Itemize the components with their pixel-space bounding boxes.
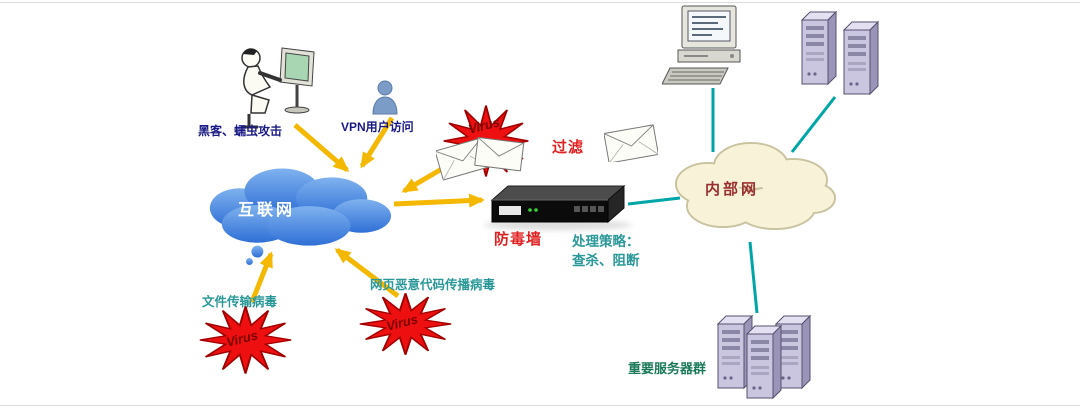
internet-label: 互联网	[238, 202, 296, 219]
line-intranet-to-server-rack	[790, 96, 837, 153]
hacker-terminal-icon	[222, 42, 322, 130]
top-border-line	[0, 2, 1080, 3]
line-intranet-to-server-group	[748, 241, 759, 314]
strategy-title: 处理策略：	[572, 234, 640, 249]
virus-burst-web: Virus	[358, 292, 453, 356]
workstation-icon	[662, 4, 757, 89]
filtered-mail-icon	[604, 124, 658, 162]
line-firewall-to-intranet	[627, 196, 681, 206]
virus-burst-icon	[199, 306, 292, 374]
server-group-icon	[712, 310, 816, 402]
filter-label: 过滤	[552, 139, 585, 156]
file-virus-label: 文件传输病毒	[202, 295, 278, 309]
hacker-attack-label: 黑客、蠕虫攻击	[198, 124, 283, 138]
arrow-vpn-to-internet	[359, 116, 395, 169]
vpn-user-icon	[371, 80, 399, 116]
mail-envelopes-icon	[436, 134, 526, 182]
intranet-label: 内部网	[705, 181, 760, 198]
web-virus-label: 网页恶意代码传播病毒	[370, 278, 496, 292]
arrow-hacker-to-internet	[293, 123, 350, 172]
arrow-filevirus-to-internet	[249, 251, 274, 303]
server-rack-icon	[798, 6, 884, 100]
firewall-label: 防毒墙	[494, 231, 543, 248]
internet-cloud: 互联网	[198, 158, 396, 270]
virus-burst-file: Virus	[198, 305, 293, 375]
arrow-internet-to-firewall	[393, 193, 485, 208]
vpn-access-label: VPN用户访问	[341, 120, 414, 134]
server-group-label: 重要服务器群	[628, 361, 707, 376]
firewall-appliance-icon	[486, 176, 626, 226]
bottom-border-line	[0, 405, 1080, 406]
firewall-shadow	[484, 220, 632, 230]
virus-burst-icon	[359, 293, 452, 355]
arrow-webvirus-to-internet	[334, 248, 400, 298]
intranet-cloud: 内部网	[663, 136, 838, 246]
strategy-actions: 查杀、阻断	[572, 253, 640, 268]
